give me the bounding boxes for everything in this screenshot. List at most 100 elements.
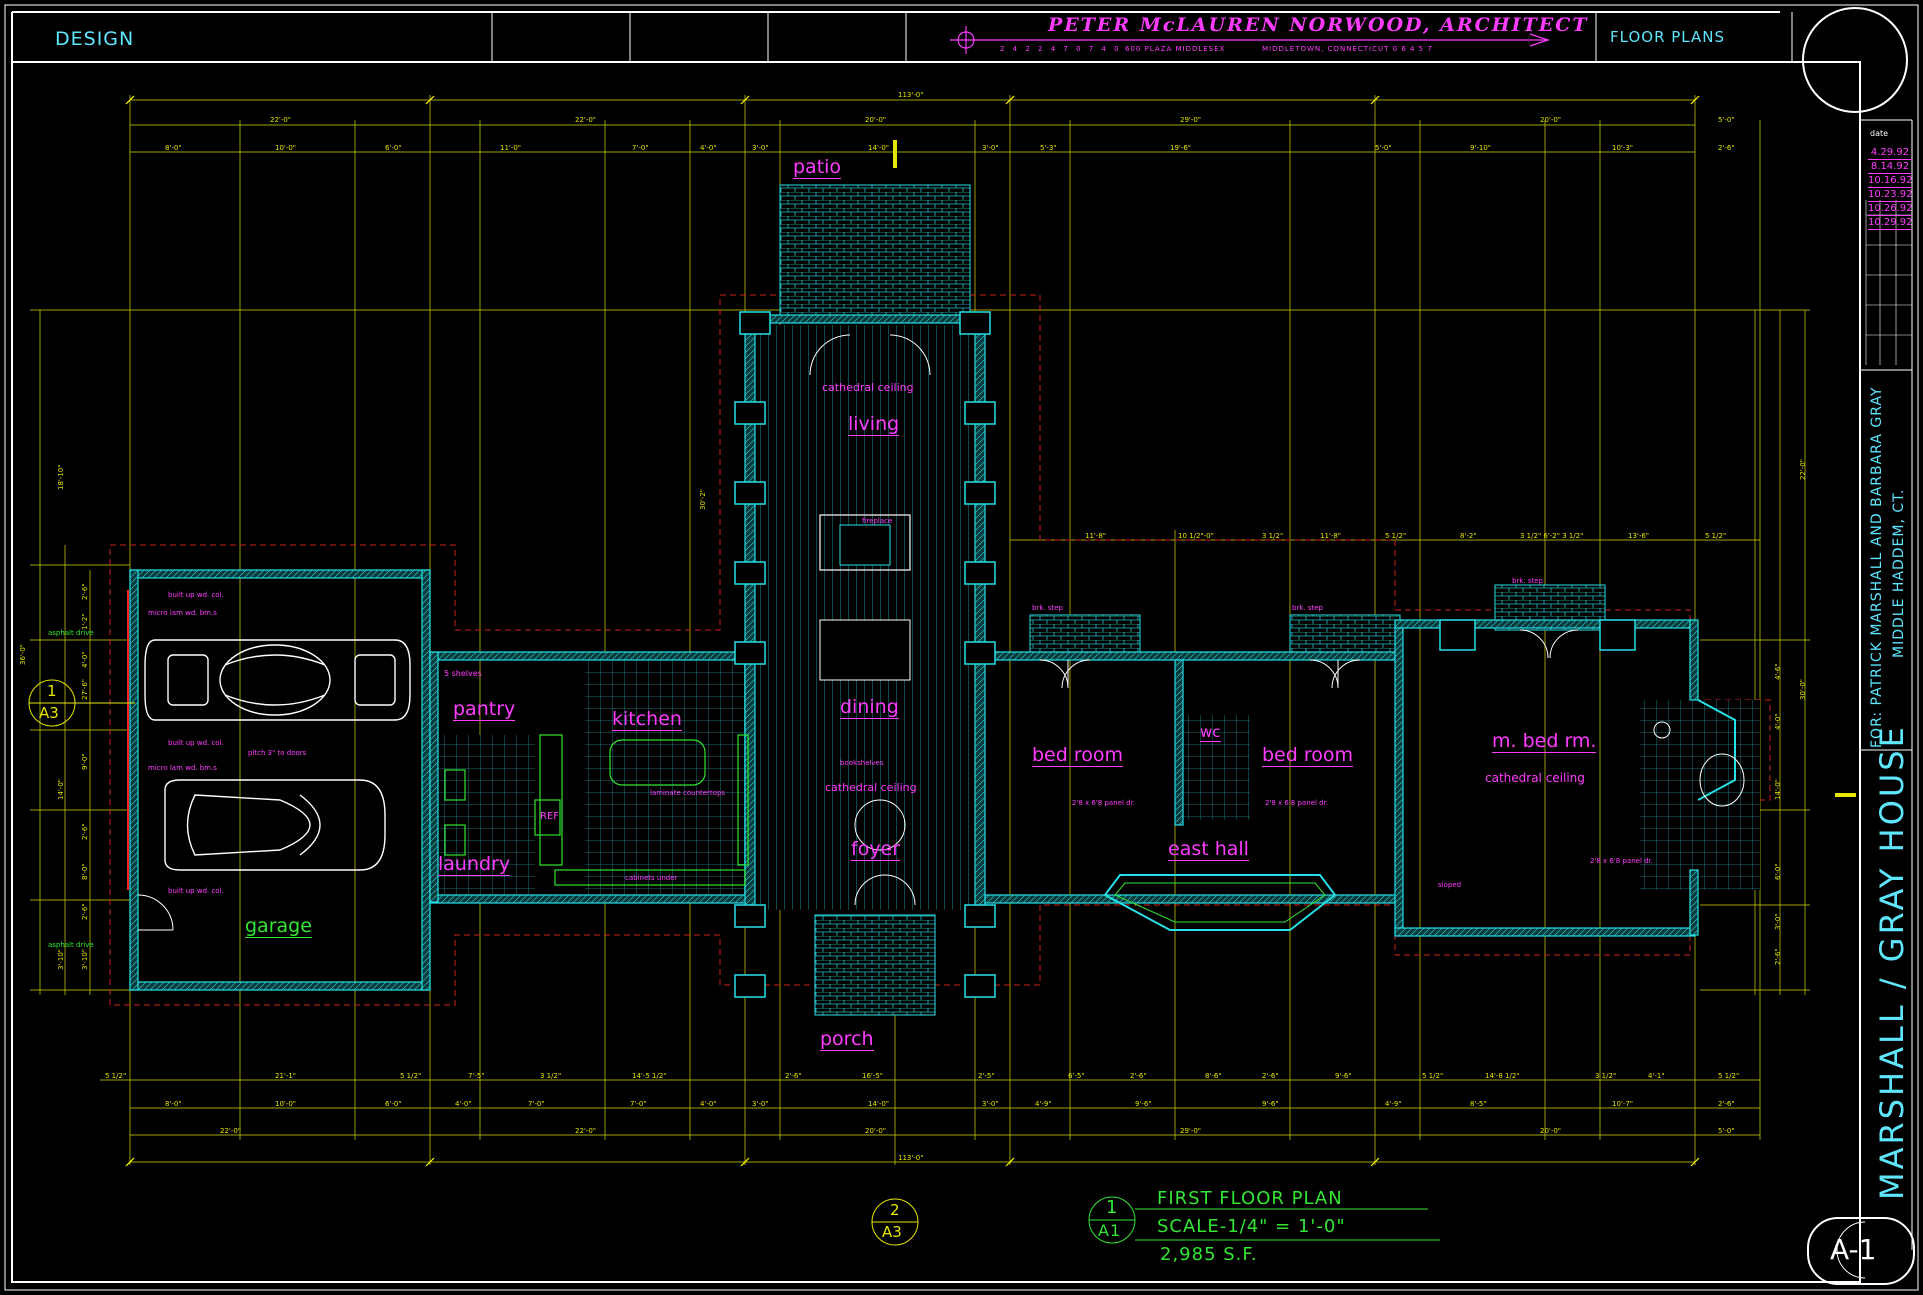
dim-top-row3: 3'-0" — [752, 144, 769, 152]
dim-bottom-row2: 7'-0" — [630, 1100, 647, 1108]
dim-bottom-row1: 14'-8 1/2" — [1485, 1072, 1520, 1080]
dim-left: 1'-2" — [81, 613, 89, 630]
dim-top-row3: 19'-6" — [1170, 144, 1192, 152]
dim-bottom-row1: 14'-5 1/2" — [632, 1072, 667, 1080]
dim-top-row2: 20'-0" — [865, 116, 887, 124]
dim-top-row3: 3'-0" — [982, 144, 999, 152]
architect-phone: 2 4 2 2 4 7 0 7 4 0 — [1000, 45, 1122, 53]
dim-bedroom-wing: 5 1/2" — [1385, 532, 1407, 540]
client-name: FOR: PATRICK MARSHALL AND BARBARA GRAY — [1869, 386, 1885, 748]
dim-left: 18'-10" — [57, 464, 65, 490]
dim-bottom-row1: 7'-5" — [468, 1072, 485, 1080]
dim-top-row3: 10'-3" — [1612, 144, 1634, 152]
room-label-pantry: pantry — [453, 698, 516, 721]
dim-bottom-row1: 5 1/2" — [1422, 1072, 1444, 1080]
dim-left: 2'-6" — [81, 823, 89, 840]
roof-outline-dashed — [109, 294, 1771, 1006]
note-cathedral-ceiling: cathedral ceiling — [822, 381, 914, 394]
dim-left: 9'-0" — [81, 753, 89, 770]
dim-right: 2'-6" — [1774, 948, 1782, 965]
dim-bedroom-wing: 11'-8" — [1085, 532, 1107, 540]
dim-right: 3'-0" — [1774, 913, 1782, 930]
room-label-laundry: laundry — [438, 853, 511, 876]
dim-left: 30'-2" — [699, 488, 707, 510]
dimension-lines — [30, 95, 1810, 1165]
dim-left: 4'-0" — [81, 651, 89, 668]
dim-bedroom-wing: 3 1/2" 6'-2" 3 1/2" — [1520, 532, 1584, 540]
drawing-scale: SCALE-1/4" = 1'-0" — [1157, 1216, 1346, 1237]
dim-bottom-row2: 9'-6" — [1135, 1100, 1152, 1108]
dim-bedroom-wing: 10 1/2"-0" — [1178, 532, 1214, 540]
room-label-bed-room: bed room — [1262, 744, 1354, 767]
dim-bottom-row1: 5 1/2" — [400, 1072, 422, 1080]
dim-bottom-row3: 5'-0" — [1718, 1127, 1735, 1135]
dim-bottom-row2: 6'-0" — [385, 1100, 402, 1108]
dim-left: 3'-10" — [57, 948, 65, 970]
dim-top-row2: 5'-0" — [1718, 116, 1735, 124]
sheet-border — [4, 4, 1919, 1291]
car-top — [144, 639, 411, 721]
architect-city: MIDDLETOWN, CONNECTICUT 0 6 4 5 7 — [1262, 45, 1433, 53]
revision-date: 10.29.92 — [1868, 217, 1913, 230]
dim-bedroom-wing: 5 1/2" — [1705, 532, 1727, 540]
dim-bedroom-wing: 13'-6" — [1628, 532, 1650, 540]
dim-overall-bottom: 113'-0" — [898, 1154, 924, 1162]
room-label-dining: dining — [840, 696, 899, 719]
dim-right: 4'-6" — [1774, 663, 1782, 680]
room-label-kitchen: kitchen — [612, 708, 682, 731]
dim-top-row3: 11'-0" — [500, 144, 522, 152]
dim-left: 27'-6" — [81, 678, 89, 700]
note-built-up-col: built up wd. col. — [168, 591, 224, 599]
dim-left: 8'-0" — [81, 863, 89, 880]
dim-bottom-row2: 7'-0" — [528, 1100, 545, 1108]
dim-top-row3: 10'-0" — [275, 144, 297, 152]
dim-bottom-row1: 2'-6" — [1262, 1072, 1279, 1080]
dim-bottom-row3: 29'-0" — [1180, 1127, 1202, 1135]
dim-bedroom-wing: 11'-8" — [1320, 532, 1342, 540]
dim-top-row2: 22'-0" — [270, 116, 292, 124]
drawing-title-number: 1 — [1106, 1197, 1119, 1218]
revision-date: 4.29.92 — [1868, 146, 1912, 160]
dim-top-row3: 4'-0" — [700, 144, 717, 152]
revision-date: 10.26.92 — [1868, 203, 1913, 216]
dim-bottom-row1: 8'-6" — [1205, 1072, 1222, 1080]
project-name: MARSHALL / GRAY HOUSE — [1873, 724, 1911, 1200]
room-label-living: living — [848, 413, 900, 436]
note-cathedral-ceiling: cathedral ceiling — [1485, 771, 1585, 785]
dim-bottom-row1: 5 1/2" — [1718, 1072, 1740, 1080]
dim-left: 14'-0" — [57, 778, 65, 800]
dim-bottom-row1: 4'-1" — [1648, 1072, 1665, 1080]
room-label-foyer: foyer — [851, 838, 901, 861]
dim-top-row3: 5'-0" — [1375, 144, 1392, 152]
section-marker-sheet: A3 — [882, 1223, 902, 1241]
discipline-label: DESIGN — [55, 28, 135, 50]
room-label-wc: wc — [1200, 723, 1221, 742]
dim-bottom-row1: 16'-5" — [862, 1072, 884, 1080]
dim-bottom-row2: 3'-0" — [982, 1100, 999, 1108]
note-sloped: sloped — [1438, 881, 1462, 889]
dim-bottom-row2: 10'-7" — [1612, 1100, 1634, 1108]
dim-right: 6'-0" — [1774, 863, 1782, 880]
walls — [129, 314, 1699, 991]
note-asphalt-drive: asphalt drive — [48, 629, 94, 637]
drawing-title-sheet: A1 — [1098, 1221, 1122, 1240]
dim-bottom-row2: 2'-6" — [1718, 1100, 1735, 1108]
dim-bottom-row1: 3 1/2" — [1595, 1072, 1617, 1080]
dim-top-row3: 5'-3" — [1040, 144, 1057, 152]
note-cabinets: cabinets under — [625, 874, 678, 882]
dim-bottom-row2: 10'-0" — [275, 1100, 297, 1108]
note-built-up-col: built up wd. col. — [168, 887, 224, 895]
revisions-label: date — [1870, 129, 1889, 138]
room-label-east-hall: east hall — [1168, 838, 1249, 861]
note-panel-door: 2'8 x 6'8 panel dr. — [1590, 857, 1654, 865]
note-laminate: laminate countertops — [650, 789, 726, 797]
dim-bottom-row2: 4'-0" — [455, 1100, 472, 1108]
note-pitch: pitch 3" to doors — [248, 749, 307, 757]
note-fireplace: fireplace — [862, 517, 893, 525]
architect-street: 600 PLAZA MIDDLESEX — [1125, 45, 1226, 53]
dim-bottom-row2: 4'-9" — [1385, 1100, 1402, 1108]
dim-bottom-row2: 4'-9" — [1035, 1100, 1052, 1108]
dim-left: 3'-10" — [81, 948, 89, 970]
note-asphalt-drive: asphalt drive — [48, 941, 94, 949]
dim-bottom-row3: 20'-0" — [1540, 1127, 1562, 1135]
